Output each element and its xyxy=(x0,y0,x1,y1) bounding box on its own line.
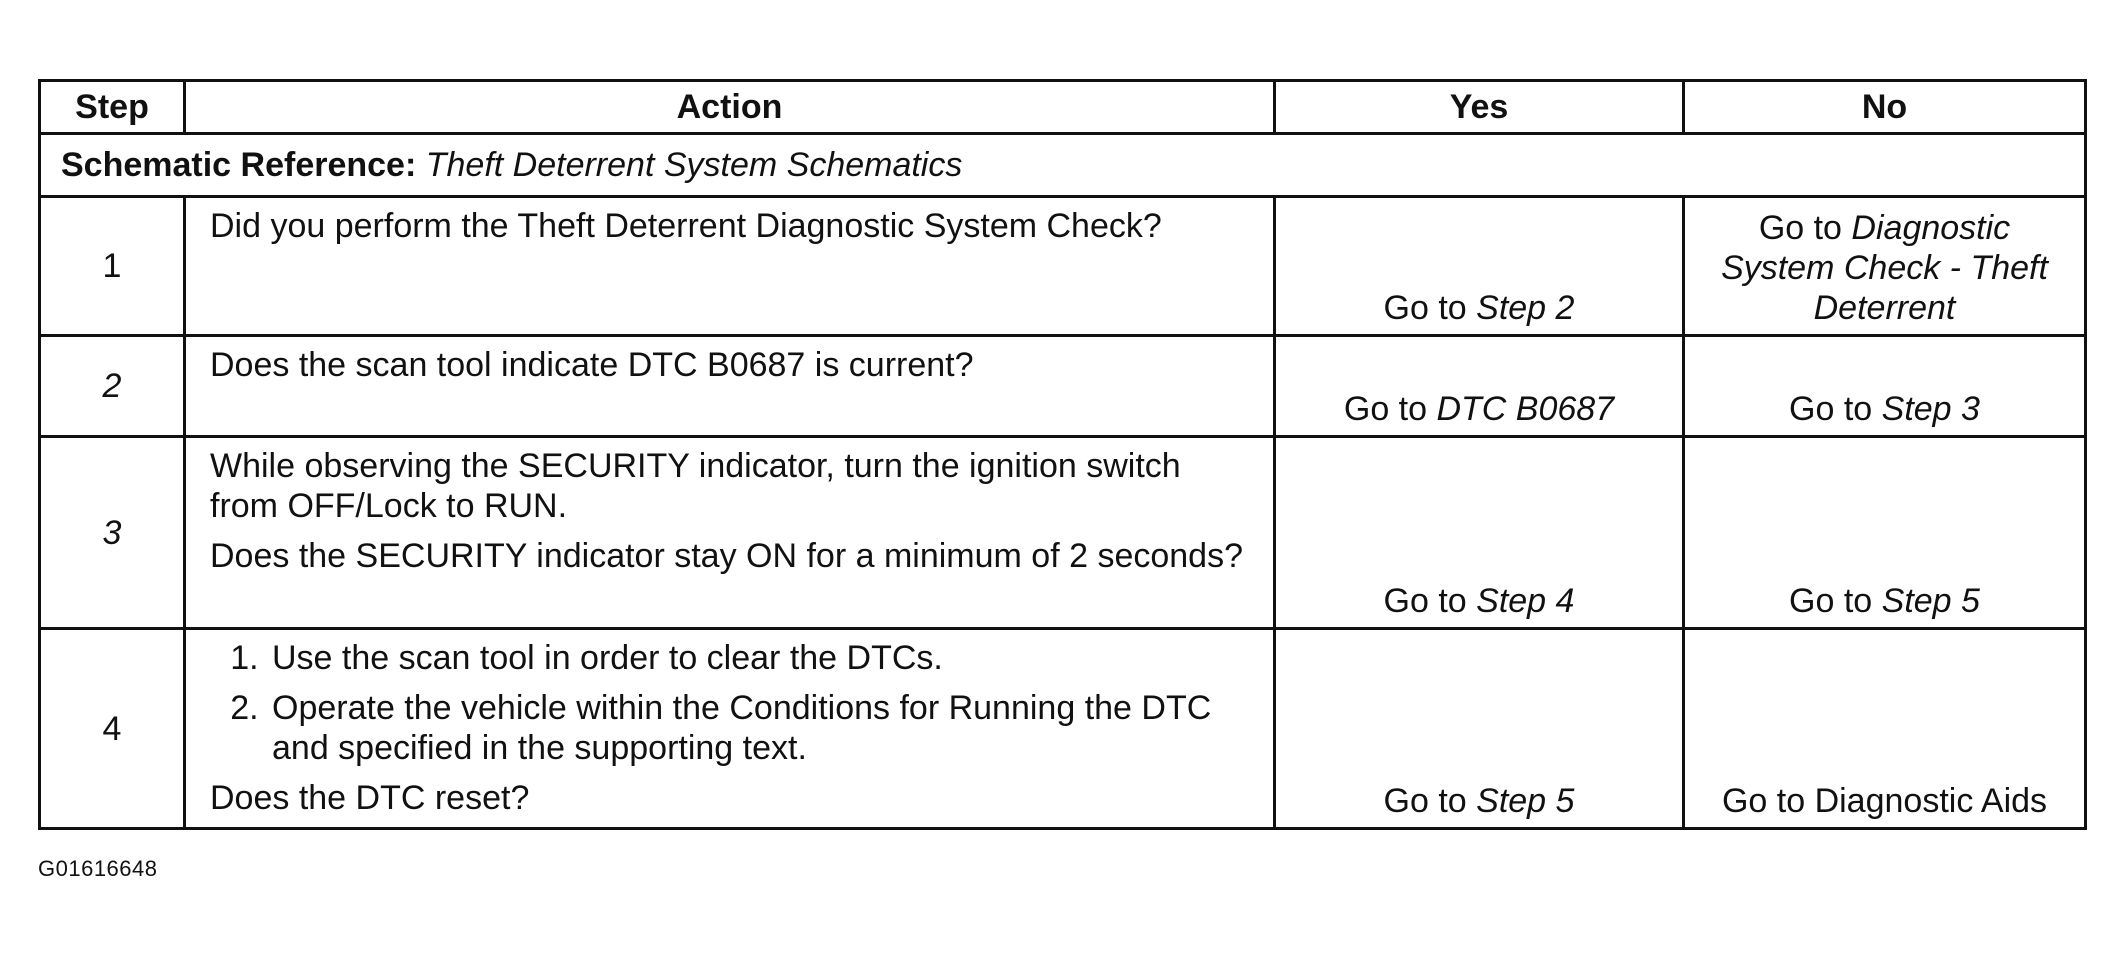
action-text: Use the scan tool in order to clear the … xyxy=(183,627,1276,830)
header-action: Action xyxy=(183,79,1276,135)
yes-result: Go to Step 2 xyxy=(1273,195,1685,337)
schematic-reference: Schematic Reference: Theft Deterrent Sys… xyxy=(38,132,2087,198)
action-text: Does the scan tool indicate DTC B0687 is… xyxy=(183,334,1276,438)
table-header-row: Step Action Yes No xyxy=(38,79,2087,135)
no-result: Go to Step 3 xyxy=(1682,334,2087,438)
yes-prefix: Go to xyxy=(1383,289,1477,327)
list-item: Operate the vehicle within the Condition… xyxy=(268,688,1249,768)
action-instruction: While observing the SECURITY indicator, … xyxy=(210,447,1181,525)
header-no: No xyxy=(1682,79,2087,135)
schematic-reference-row: Schematic Reference: Theft Deterrent Sys… xyxy=(38,132,2087,198)
no-prefix: Go to xyxy=(1789,582,1882,620)
yes-link[interactable]: Step 4 xyxy=(1476,582,1575,620)
diagnostic-table: Step Action Yes No Schematic Reference: … xyxy=(38,79,2087,830)
no-prefix: Go to xyxy=(1789,390,1882,428)
action-steps-list: Use the scan tool in order to clear the … xyxy=(210,638,1249,768)
step-number: 4 xyxy=(38,627,186,830)
action-text: While observing the SECURITY indicator, … xyxy=(183,435,1276,630)
no-result: Go to Step 5 xyxy=(1682,435,2087,630)
yes-result: Go to DTC B0687 xyxy=(1273,334,1685,438)
yes-prefix: Go to xyxy=(1343,390,1437,428)
step-number: 3 xyxy=(38,435,186,630)
figure-id: G01616648 xyxy=(38,856,158,881)
action-question: Did you perform the Theft Deterrent Diag… xyxy=(210,207,1162,245)
table-row: 2 Does the scan tool indicate DTC B0687 … xyxy=(38,334,2087,438)
action-question: Does the scan tool indicate DTC B0687 is… xyxy=(210,346,974,384)
yes-prefix: Go to xyxy=(1383,782,1477,820)
list-item: Use the scan tool in order to clear the … xyxy=(268,638,1249,678)
no-link[interactable]: Step 3 xyxy=(1881,390,1980,428)
schematic-reference-link[interactable]: Theft Deterrent System Schematics xyxy=(425,146,963,184)
header-step: Step xyxy=(38,79,186,135)
action-question: Does the DTC reset? xyxy=(210,779,530,817)
no-result: Go to Diagnostic Aids xyxy=(1682,627,2087,830)
yes-link[interactable]: Step 2 xyxy=(1476,289,1575,327)
action-question: Does the SECURITY indicator stay ON for … xyxy=(210,537,1243,575)
yes-result: Go to Step 4 xyxy=(1273,435,1685,630)
yes-link[interactable]: DTC B0687 xyxy=(1436,390,1615,428)
step-number: 1 xyxy=(38,195,186,337)
table-row: 4 Use the scan tool in order to clear th… xyxy=(38,627,2087,830)
no-result: Go to Diagnostic System Check - Theft De… xyxy=(1682,195,2087,337)
yes-result: Go to Step 5 xyxy=(1273,627,1685,830)
no-link[interactable]: Step 5 xyxy=(1881,582,1980,620)
no-link[interactable]: Diagnostic System Check - Theft Deterren… xyxy=(1721,209,2048,327)
schematic-reference-label: Schematic Reference: xyxy=(61,146,417,184)
no-prefix: Go to xyxy=(1758,209,1852,247)
action-text: Did you perform the Theft Deterrent Diag… xyxy=(183,195,1276,337)
step-number: 2 xyxy=(38,334,186,438)
header-yes: Yes xyxy=(1273,79,1685,135)
yes-link[interactable]: Step 5 xyxy=(1476,782,1575,820)
table-row: 3 While observing the SECURITY indicator… xyxy=(38,435,2087,630)
table-row: 1 Did you perform the Theft Deterrent Di… xyxy=(38,195,2087,337)
yes-prefix: Go to xyxy=(1383,582,1477,620)
no-link[interactable]: Go to Diagnostic Aids xyxy=(1721,782,2048,820)
